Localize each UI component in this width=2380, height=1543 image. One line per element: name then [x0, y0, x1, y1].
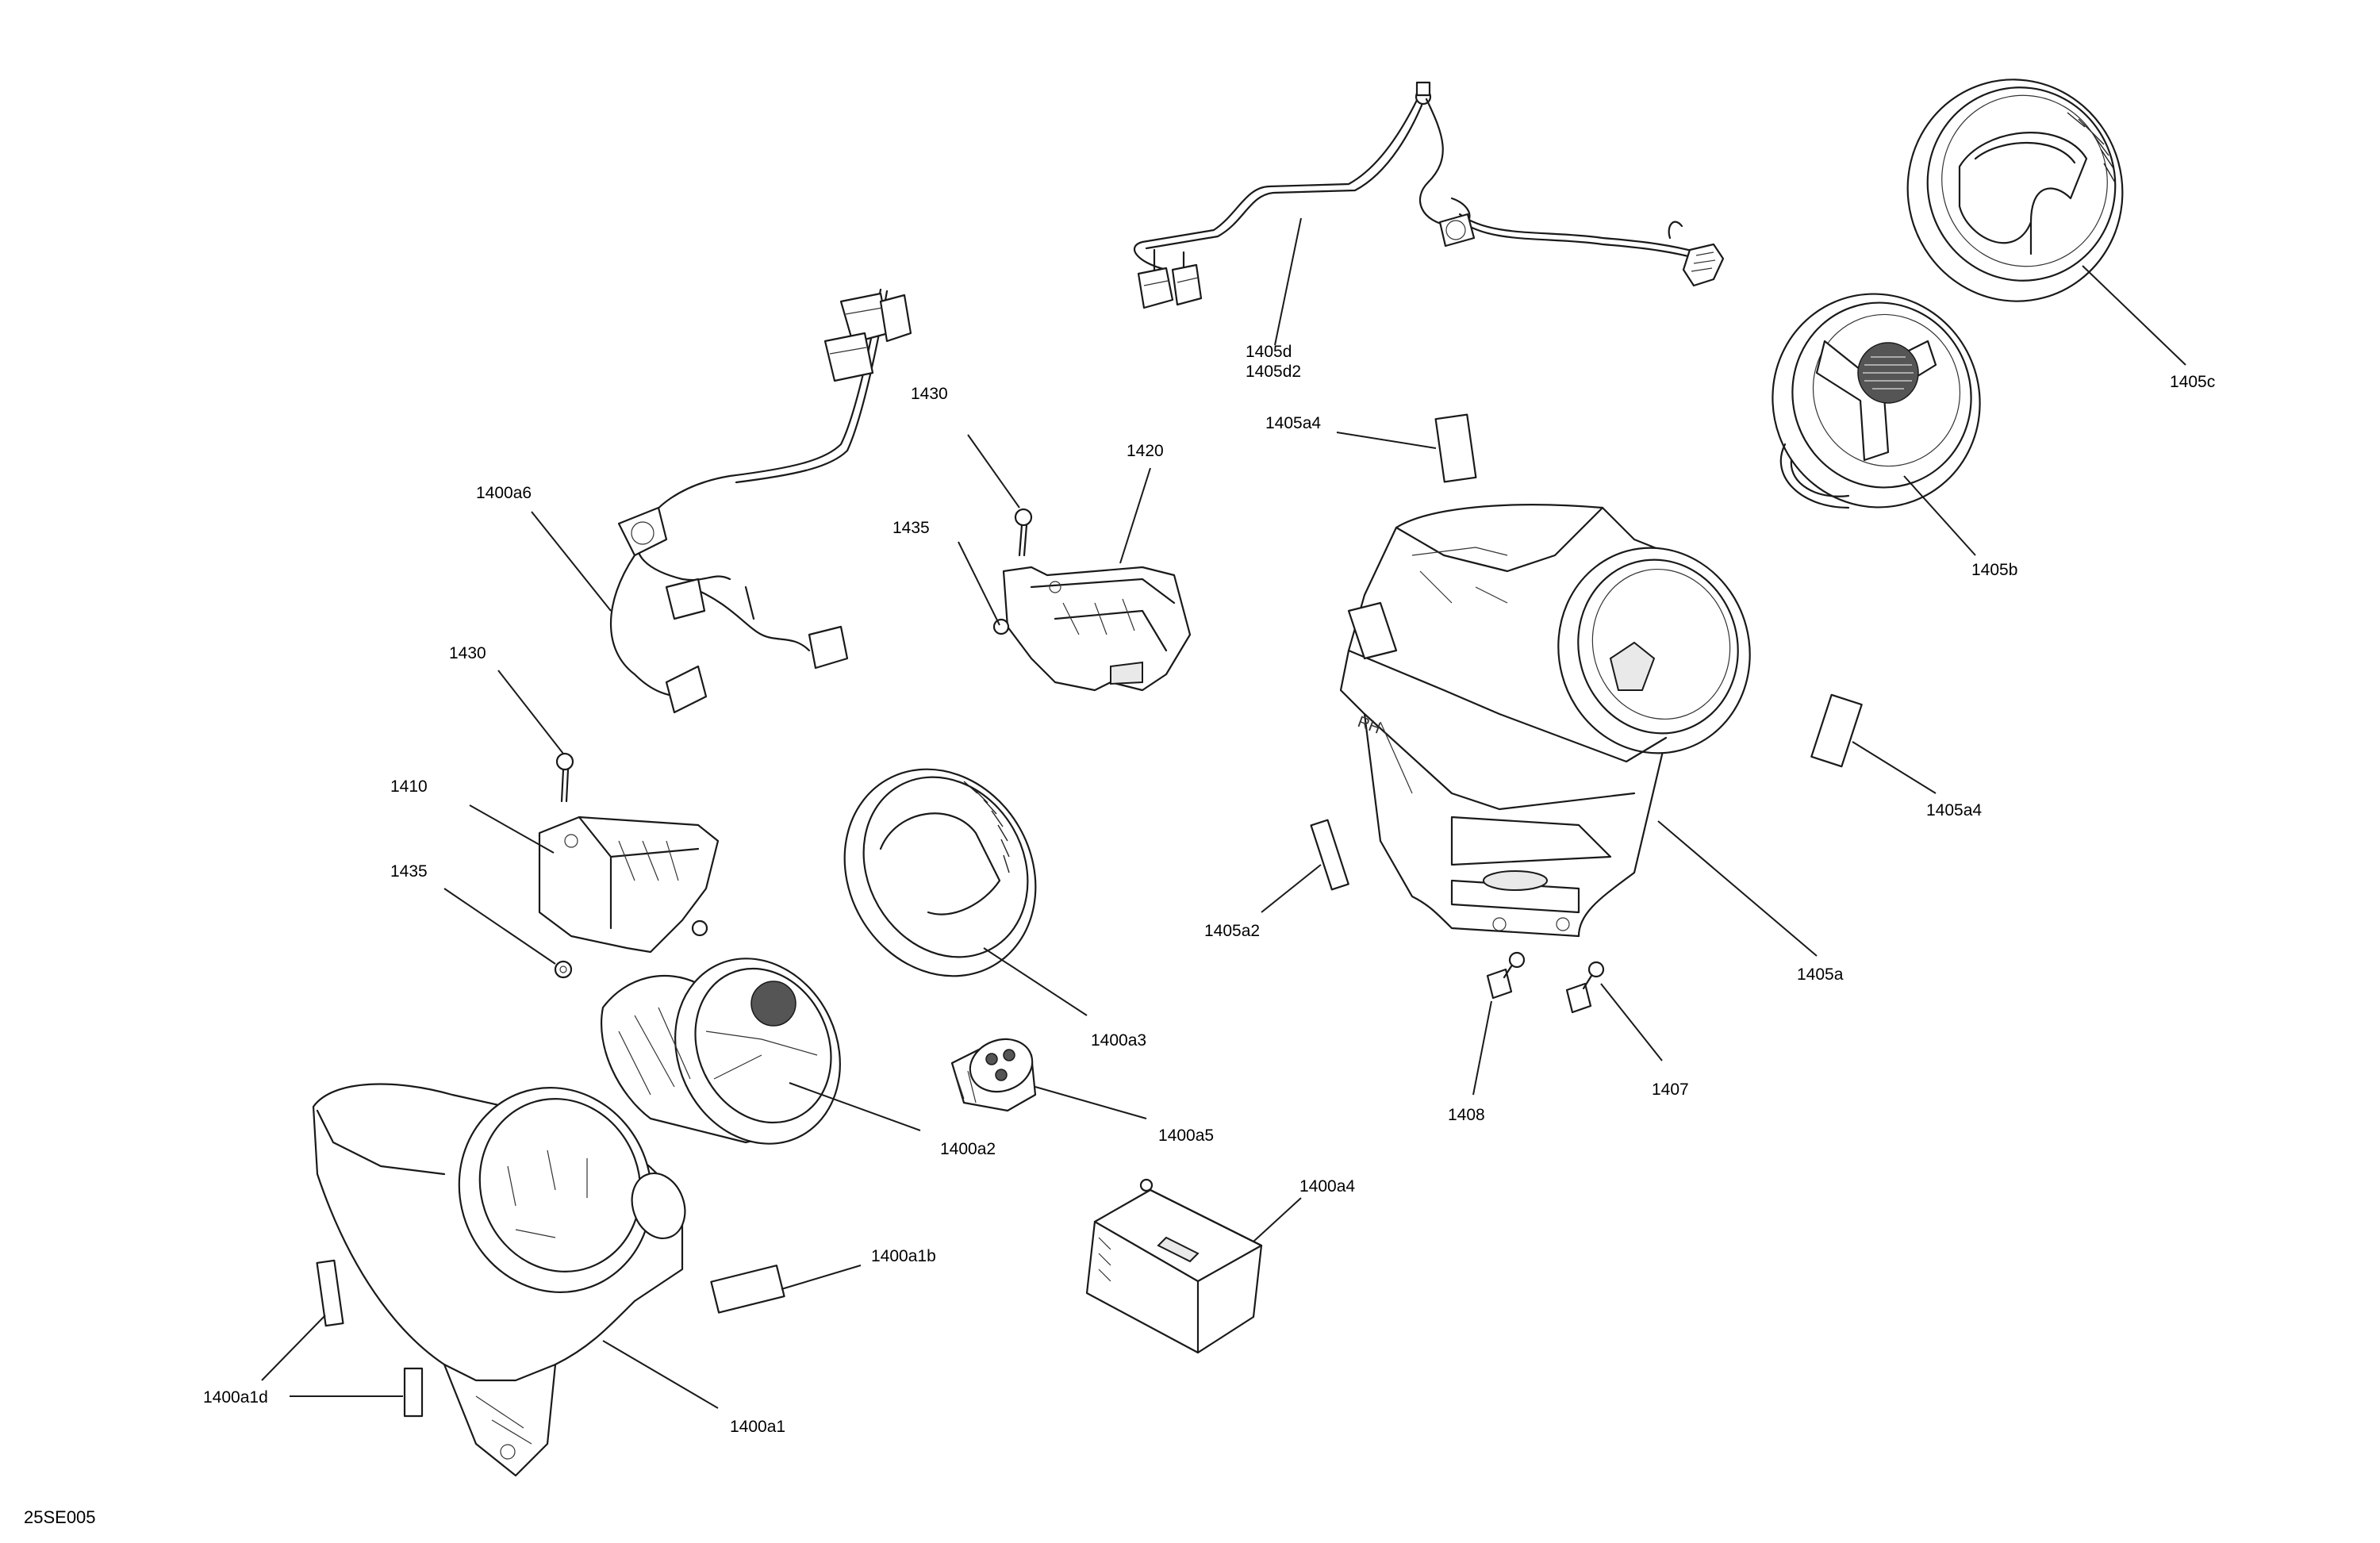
callout-1400a5: 1400a5 — [1158, 1127, 1214, 1145]
speaker-housing-1400a1 — [312, 1083, 686, 1477]
wiring-harness-1405d — [1134, 81, 1725, 309]
callout-1400a4: 1400a4 — [1299, 1177, 1355, 1196]
callout-1405c: 1405c — [2170, 373, 2215, 391]
callout-1400a6: 1400a6 — [476, 484, 532, 502]
callout-1405a: 1405a — [1797, 965, 1844, 984]
label-1405a4-right — [1810, 693, 1863, 768]
amplifier-1400a4 — [1085, 1178, 1263, 1354]
speaker-grille-1405c — [1906, 79, 2124, 302]
callout-1405d2: 1405d2 — [1246, 363, 1301, 381]
callout-1400a1b: 1400a1b — [871, 1247, 936, 1265]
label-1405a4-top — [1434, 413, 1477, 483]
label-1400a1b — [710, 1265, 785, 1314]
callout-1407: 1407 — [1652, 1080, 1689, 1099]
bracket-1410 — [538, 816, 720, 954]
callout-1400a1d: 1400a1d — [203, 1388, 268, 1407]
callout-1435-top: 1435 — [892, 519, 930, 537]
callout-1400a3: 1400a3 — [1091, 1031, 1146, 1050]
speaker-housing-1405a: RH — [1339, 504, 1751, 938]
figure-id: 25SE005 — [24, 1507, 96, 1527]
bracket-1420 — [1002, 566, 1192, 692]
callout-1400a1: 1400a1 — [730, 1418, 785, 1436]
callout-1410: 1410 — [390, 777, 428, 796]
label-1400a1d-bottom — [403, 1367, 424, 1418]
callout-1405d: 1405d — [1246, 343, 1292, 361]
screw-1430-left — [555, 752, 574, 803]
callout-1420: 1420 — [1127, 442, 1164, 460]
leader-lines — [261, 217, 2186, 1409]
screw-1430-top — [1014, 508, 1033, 557]
callout-1435-left: 1435 — [390, 862, 428, 881]
nut-1435-left — [554, 960, 573, 979]
tweeter-1400a5 — [950, 1038, 1037, 1112]
strip-1405a2 — [1310, 819, 1349, 891]
callout-1430-top: 1430 — [911, 385, 948, 403]
fastener-1407 — [1565, 961, 1605, 1014]
speaker-1400a2 — [601, 919, 841, 1145]
callout-1405a4-top: 1405a4 — [1265, 414, 1321, 432]
fastener-1408 — [1486, 951, 1526, 1000]
grille-ring-1400a3 — [843, 768, 1037, 977]
callout-1405a2: 1405a2 — [1204, 922, 1260, 940]
callout-1405a4-right: 1405a4 — [1926, 801, 1982, 819]
nut-1435-top — [992, 618, 1010, 635]
callout-1400a2: 1400a2 — [940, 1140, 996, 1158]
speaker-1405b — [1772, 293, 1981, 509]
callout-1405b: 1405b — [1971, 561, 2017, 579]
label-1400a1d-top — [316, 1259, 344, 1327]
callout-1430-left: 1430 — [449, 644, 486, 662]
callout-1408: 1408 — [1448, 1106, 1485, 1124]
wiring-harness-1400a6 — [609, 288, 912, 714]
